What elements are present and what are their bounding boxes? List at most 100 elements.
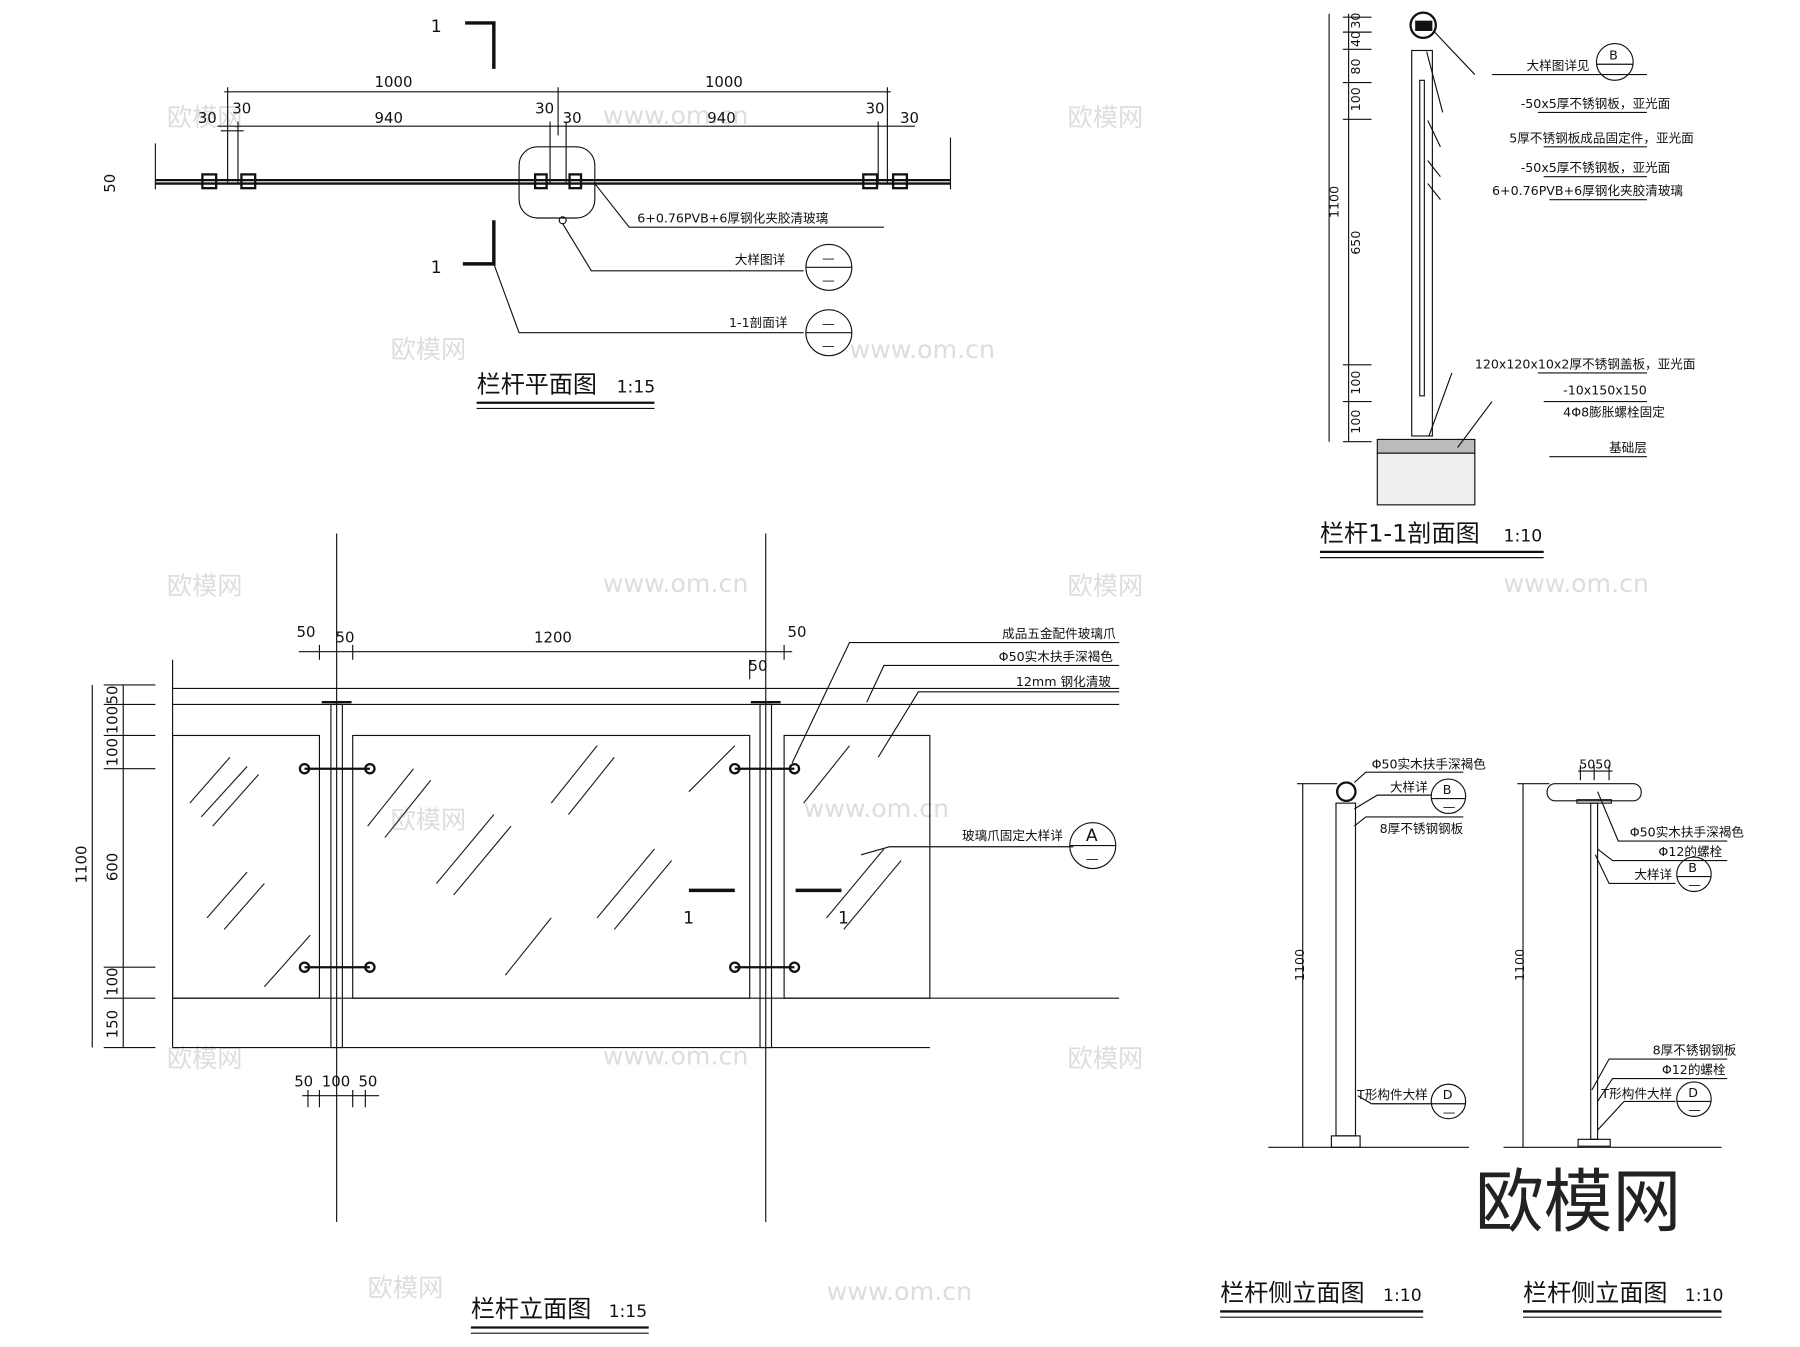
dim-label: 30 (866, 100, 885, 118)
watermark-brand: 欧模网 (1068, 571, 1144, 600)
ref-letter: B (1609, 48, 1618, 63)
annotation: 4Φ8膨胀螺栓固定 (1563, 404, 1665, 419)
annotation: Φ50实木扶手深褐色 (1630, 824, 1745, 839)
dim-label: 50 (294, 1073, 313, 1091)
annotation-section: 1-1剖面详 (729, 315, 787, 330)
dim-label: 150 (104, 1010, 122, 1038)
dim-label: 1100 (1512, 949, 1527, 981)
dim-label: 50 (1579, 757, 1595, 772)
glass-section (1419, 79, 1425, 397)
dim-label: 50 (749, 657, 768, 675)
dim-label: 1100 (1326, 186, 1341, 218)
front-elevation: 50 50 1200 50 50 50 100 100 600 100 150 … (73, 533, 1120, 1334)
dim-label: 940 (375, 109, 403, 127)
dim-label: 100 (104, 738, 122, 766)
leader-lines (493, 183, 884, 334)
annotation: -10x150x150 (1563, 383, 1647, 398)
rail-lines (172, 659, 1120, 1049)
watermark-url: www.om.cn (827, 1277, 973, 1306)
handrail (1546, 783, 1642, 802)
dimension-lines (91, 644, 793, 1108)
dim-label: 100 (1348, 371, 1363, 395)
watermark-url: www.om.cn (804, 794, 950, 823)
clamp-fittings (201, 173, 909, 190)
post (1411, 49, 1433, 437)
dim-label: 940 (707, 109, 735, 127)
dim-label: 30 (232, 100, 251, 118)
annotation: 120x120x10x2厚不锈钢盖板，亚光面 (1475, 356, 1696, 371)
watermark-brand: 欧模网 (391, 335, 467, 364)
plan-view: 1 1 1000 1000 30 30 940 30 30 940 30 30 … (101, 17, 952, 410)
dim-label: 100 (104, 706, 122, 734)
drawing-title: 栏杆侧立面图 (1220, 1279, 1364, 1307)
annotation: -50x5厚不锈钢板，亚光面 (1521, 160, 1671, 175)
dim-label: 30 (900, 109, 919, 127)
post (330, 703, 343, 1049)
annotation: Φ12的螺栓 (1662, 1062, 1726, 1077)
post (1590, 802, 1599, 1140)
annotation: 8厚不锈钢钢板 (1653, 1042, 1737, 1057)
annotation: Φ50实木扶手深褐色 (999, 649, 1114, 664)
ref-text: — (1688, 1102, 1701, 1117)
section-mark: 1 (683, 909, 694, 929)
ref-text: — (1443, 799, 1456, 814)
dim-label: 30 (563, 109, 582, 127)
watermark-url: www.om.cn (603, 101, 749, 130)
watermark-brand: 欧模网 (368, 1274, 444, 1303)
annotation: 8厚不锈钢钢板 (1380, 821, 1464, 836)
ref-letter: A (1086, 826, 1098, 846)
watermarks: 欧模网 www.om.cn 欧模网 欧模网 www.om.cn 欧模网 www.… (167, 101, 1681, 1306)
watermark-url: www.om.cn (850, 335, 996, 364)
drawing-title: 栏杆1-1剖面图 (1320, 520, 1480, 548)
dim-label: 1100 (73, 846, 91, 884)
ref-circle (1595, 43, 1634, 81)
dim-label: 30 (1348, 13, 1363, 29)
dimension-lines (1328, 13, 1372, 443)
dim-label: 50 (358, 1073, 377, 1091)
ref-text: — (1688, 877, 1701, 892)
annotation: 玻璃爪固定大样详 (962, 828, 1063, 843)
handrail (1335, 781, 1357, 803)
dim-label: 40 (1348, 31, 1363, 47)
watermark-logo: 欧模网 (1475, 1162, 1681, 1242)
annotation: 12mm 钢化清玻 (1016, 674, 1111, 689)
drawing-title: 栏杆立面图 (471, 1295, 591, 1323)
section-1-1: 30 40 80 100 650 100 100 1100 大样图详见 B — … (1319, 11, 1696, 559)
watermark-url: www.om.cn (603, 569, 749, 598)
ref-text: — (822, 251, 835, 266)
center-lines (336, 533, 767, 1222)
watermark-url: www.om.cn (1504, 569, 1650, 598)
leader-lines (1591, 791, 1728, 1131)
dimension-lines (1503, 765, 1722, 1148)
ref-text: — (822, 338, 835, 353)
post (759, 703, 773, 1049)
annotation: Φ50实木扶手深褐色 (1372, 757, 1487, 772)
dim-label: 600 (104, 853, 122, 881)
dim-label: 100 (1348, 87, 1363, 111)
dim-label: 30 (535, 100, 554, 118)
glass-hatch (189, 745, 902, 988)
dim-label: 1100 (1292, 949, 1307, 981)
annotation: 大样详 (1634, 867, 1672, 882)
dim-label: 100 (322, 1073, 350, 1091)
dim-label: 1200 (534, 629, 572, 647)
annotation: T形构件大样 (1356, 1087, 1428, 1102)
ref-text: — (822, 316, 835, 331)
annotation: 6+0.76PVB+6厚钢化夹胶清玻璃 (1492, 183, 1683, 198)
ref-letter: D (1688, 1085, 1698, 1100)
section-mark: 1 (838, 909, 849, 929)
leader-lines (791, 641, 1120, 856)
glass-panel-plan (155, 178, 951, 185)
annotation: T形构件大样 (1600, 1086, 1672, 1101)
dim-label: 100 (1348, 410, 1363, 434)
handrail-section (1409, 11, 1437, 40)
annotation: -50x5厚不锈钢板，亚光面 (1521, 96, 1671, 111)
annotation: 基础层 (1609, 440, 1647, 455)
dim-label: 50 (335, 629, 354, 647)
annotation: 大样详 (1390, 780, 1428, 795)
drawing-scale: 1:10 (1504, 527, 1543, 547)
dim-label: 50 (1595, 757, 1611, 772)
annotation-detail: 大样图详 (735, 252, 785, 267)
dim-label: 50 (101, 174, 119, 193)
